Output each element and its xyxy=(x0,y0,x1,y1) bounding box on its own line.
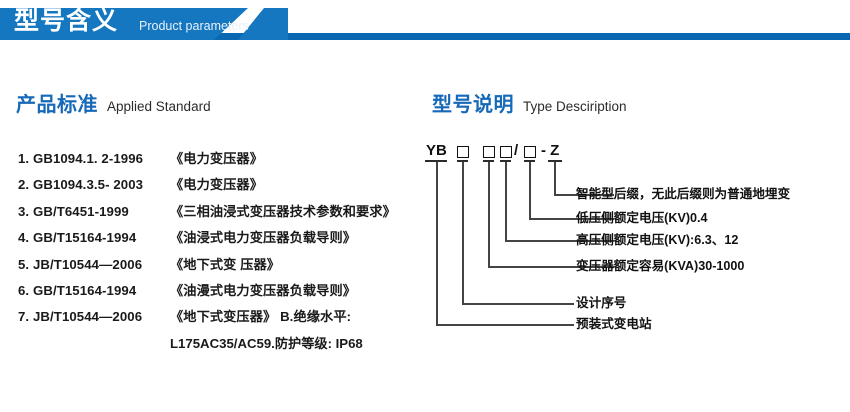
leader-stem-capacity xyxy=(488,162,490,268)
underbar-z xyxy=(548,160,562,162)
standard-name: 《三相油浸式变压器技术参数和要求》 xyxy=(170,203,396,219)
code-token-z: - Z xyxy=(541,142,560,159)
standard-code: 2. GB1094.3.5- 2003 xyxy=(18,177,144,193)
leader-stem-substation xyxy=(436,162,438,326)
underbar-yb xyxy=(425,160,447,162)
section-heading-type-description: 型号说明 Type Desciription xyxy=(432,88,627,117)
code-token-box-4 xyxy=(524,146,536,158)
code-token-box-2 xyxy=(483,146,495,158)
code-token-box-1 xyxy=(457,146,469,158)
callout-label-substation: 预装式变电站 xyxy=(576,317,652,331)
leader-arm-capacity xyxy=(488,266,614,268)
page-header-banner: 型号含义 Product parameters xyxy=(0,0,850,48)
callout-label-lv-voltage: 低压侧额定电压(KV)0.4 xyxy=(576,211,708,225)
code-token-slash: / xyxy=(514,142,519,159)
standard-name: 《地下式变压器》 B.绝缘水平: xyxy=(170,309,352,325)
underbar-box-4 xyxy=(524,160,535,162)
leader-stem-suffix xyxy=(554,162,556,196)
standard-code: 1. GB1094.1. 2-1996 xyxy=(18,151,144,166)
banner-title-chinese: 型号含义 xyxy=(14,7,119,35)
underbar-box-1 xyxy=(457,160,468,162)
callout-label-hv-voltage: 高压侧额定电压(KV):6.3、12 xyxy=(576,233,739,247)
code-token-box-3 xyxy=(500,146,512,158)
list-item: 6. GB/T15164-1994 《油漫式电力变压器负载导则》 xyxy=(18,278,418,304)
list-item: 3. GB/T6451-1999 《三相油浸式变压器技术参数和要求》 xyxy=(18,199,418,225)
leader-arm-design-serial xyxy=(462,303,574,305)
continuation-text: L175AC35/AC59.防护等级: IP68 xyxy=(170,335,363,351)
standard-name: 《油浸式电力变压器负载导则》 xyxy=(170,230,357,246)
list-item: 7. JB/T10544—2006 《地下式变压器》 B.绝缘水平: xyxy=(18,304,418,330)
standard-name: 《电力变压器》 xyxy=(170,177,264,193)
code-token-yb: YB xyxy=(426,142,447,159)
standard-code: 6. GB/T15164-1994 xyxy=(18,283,137,299)
applied-standard-list: 1. GB1094.1. 2-1996 《电力变压器》 2. GB1094.3.… xyxy=(18,146,418,357)
callout-label-design-serial: 设计序号 xyxy=(576,296,627,310)
list-item: 2. GB1094.3.5- 2003 《电力变压器》 xyxy=(18,172,418,198)
banner-rail xyxy=(0,33,850,40)
standard-name: 《电力变压器》 xyxy=(170,151,264,166)
standard-continuation-line: L175AC35/AC59.防护等级: IP68 xyxy=(18,331,418,357)
leader-stem-lv-voltage xyxy=(529,162,531,220)
section-heading-chinese: 型号说明 xyxy=(432,94,514,116)
banner-title-english: Product parameters xyxy=(139,19,249,33)
callout-label-suffix: 智能型后缀，无此后缀则为普通地埋变 xyxy=(576,187,791,201)
standard-name: 《地下式变 压器》 xyxy=(170,256,281,272)
list-item: 4. GB/T15164-1994 《油浸式电力变压器负载导则》 xyxy=(18,225,418,251)
leader-stem-hv-voltage xyxy=(505,162,507,242)
section-heading-english: Type Desciription xyxy=(523,99,627,114)
banner-main-shape xyxy=(0,8,248,40)
underbar-box-2 xyxy=(483,160,494,162)
leader-arm-hv-voltage xyxy=(505,240,614,242)
section-heading-english: Applied Standard xyxy=(107,99,211,114)
standard-name: 《油漫式电力变压器负载导则》 xyxy=(170,283,357,299)
callout-label-capacity: 变压器额定容易(KVA)30-1000 xyxy=(576,259,745,273)
standard-code: 3. GB/T6451-1999 xyxy=(18,203,129,219)
leader-arm-substation xyxy=(436,324,574,326)
continuation-spacer xyxy=(18,331,170,357)
standard-code: 4. GB/T15164-1994 xyxy=(18,230,137,246)
type-code-diagram: YB / - Z 智能型后缀，无此后缀则为普通地埋变 低压侧额定电压(KV)0.… xyxy=(424,140,848,340)
section-heading-chinese: 产品标准 xyxy=(16,94,98,116)
list-item: 1. GB1094.1. 2-1996 《电力变压器》 xyxy=(18,146,418,172)
list-item: 5. JB/T10544—2006 《地下式变 压器》 xyxy=(18,252,418,278)
section-heading-applied-standard: 产品标准 Applied Standard xyxy=(16,88,211,117)
leader-arm-suffix xyxy=(554,194,614,196)
leader-stem-design-serial xyxy=(462,162,464,305)
underbar-box-3 xyxy=(500,160,511,162)
leader-arm-lv-voltage xyxy=(529,218,614,220)
standard-code: 5. JB/T10544—2006 xyxy=(18,256,143,272)
standard-code: 7. JB/T10544—2006 xyxy=(18,309,143,325)
